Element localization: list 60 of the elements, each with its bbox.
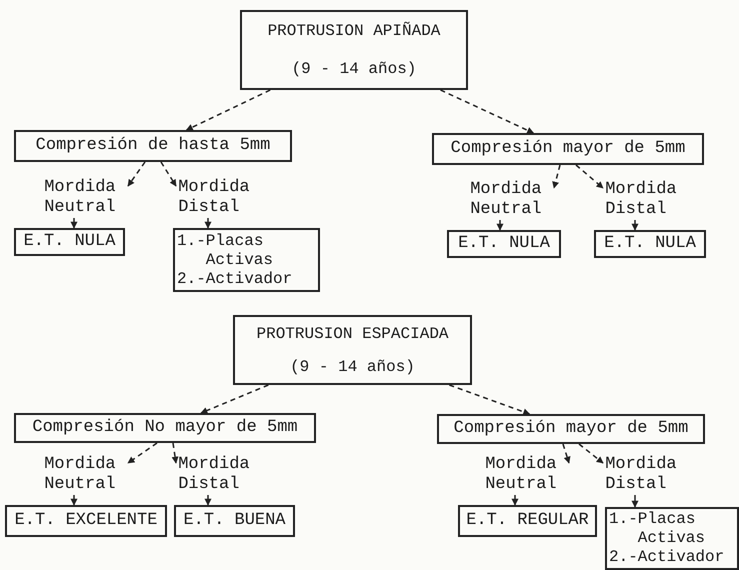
box-text: (9 - 14 años)	[292, 59, 416, 79]
node-label: Mordida Distal	[605, 455, 678, 495]
result-box	[432, 133, 704, 165]
arrow	[576, 164, 604, 189]
box-text: Compresión mayor de 5mm	[454, 419, 688, 439]
list-item: 2.-Activador	[609, 548, 726, 567]
treatment-box	[173, 228, 320, 292]
box-text: E.T. NULA	[24, 232, 116, 252]
result-box	[14, 413, 316, 443]
arrow	[127, 442, 158, 464]
arrow	[632, 495, 638, 508]
arrow	[204, 218, 212, 229]
arrow	[70, 218, 78, 229]
title-box	[233, 315, 472, 385]
arrow	[632, 220, 638, 231]
result-box	[594, 230, 706, 258]
treatment-box	[605, 507, 739, 570]
result-box	[14, 130, 292, 162]
arrow	[449, 384, 530, 416]
arrow	[552, 164, 561, 189]
arrow	[512, 495, 518, 506]
arrow	[578, 443, 604, 464]
arrow	[440, 89, 534, 134]
title-box	[240, 10, 468, 90]
result-box	[174, 505, 295, 537]
result-box	[447, 230, 561, 258]
arrow	[127, 162, 146, 187]
node-label: Mordida Distal	[178, 455, 251, 495]
arrow	[172, 442, 179, 464]
result-box	[5, 505, 167, 537]
list-item: 1.-Placas Activas	[177, 232, 274, 270]
box-text: Compresión de hasta 5mm	[36, 136, 270, 156]
box-text: PROTRUSION ESPACIADA	[256, 324, 449, 344]
box-text: Compresión mayor de 5mm	[450, 139, 686, 159]
box-text: E.T. BUENA	[183, 511, 286, 531]
list-item: 1.-Placas Activas	[609, 510, 706, 548]
result-box	[14, 228, 125, 256]
node-label: Mordida Distal	[178, 178, 251, 218]
result-box	[437, 414, 705, 444]
box-text: E.T. NULA	[604, 234, 696, 254]
box-text: PROTRUSION APIÑADA	[268, 21, 440, 41]
node-label: Mordida Neutral	[485, 455, 558, 495]
arrow	[186, 89, 271, 131]
arrow	[160, 162, 177, 187]
arrow	[204, 495, 212, 506]
box-text: E.T. NULA	[458, 234, 550, 254]
node-label: Mordida Distal	[605, 180, 678, 220]
box-text: E.T. EXCELENTE	[14, 511, 158, 531]
node-label: Mordida Neutral	[44, 178, 117, 218]
result-box	[458, 505, 597, 537]
arrow	[70, 495, 78, 506]
box-text: E.T. REGULAR	[466, 511, 589, 531]
arrow	[200, 384, 269, 414]
node-label: Mordida Neutral	[44, 455, 117, 495]
box-text: (9 - 14 años)	[290, 356, 415, 376]
box-text: Compresión No mayor de 5mm	[32, 418, 298, 438]
arrow	[562, 444, 570, 464]
list-item: 2.-Activador	[177, 270, 294, 288]
arrow	[496, 220, 504, 231]
node-label: Mordida Neutral	[470, 180, 543, 220]
